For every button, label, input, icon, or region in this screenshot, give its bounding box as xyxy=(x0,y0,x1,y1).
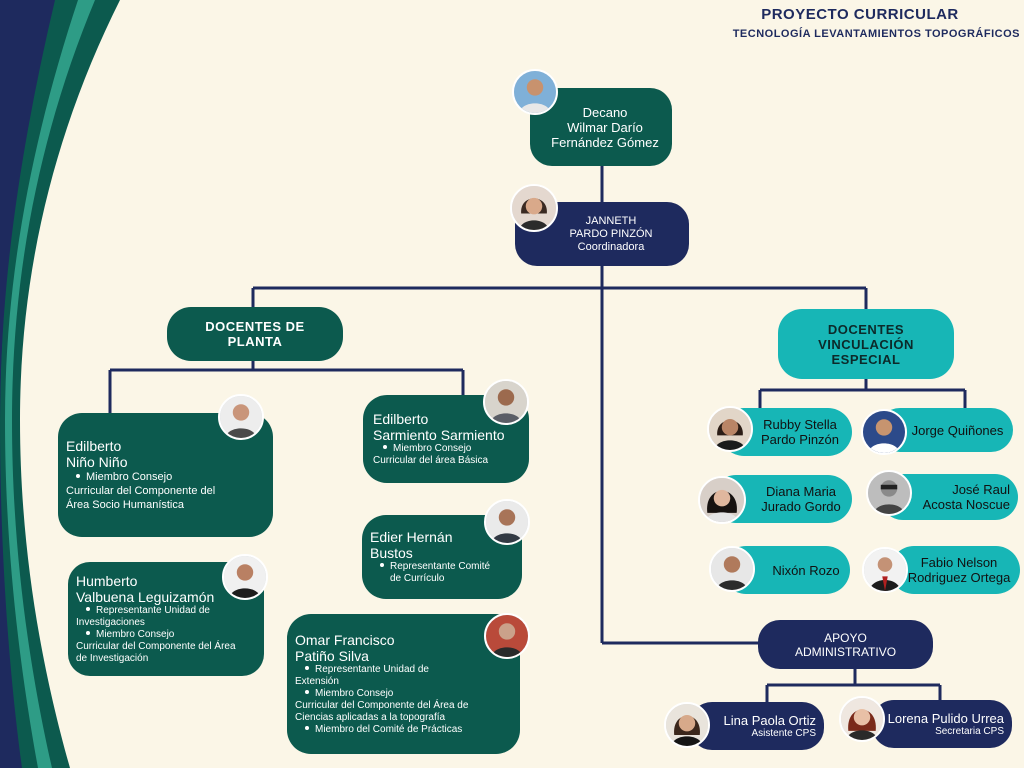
docentes-planta-label-line2: PLANTA xyxy=(227,334,283,349)
member-bullet: Representante Unidad de xyxy=(315,664,429,675)
bullet-dot-icon xyxy=(86,607,90,612)
dean-photo xyxy=(512,69,558,115)
member-photo xyxy=(866,470,912,516)
docentes-vinculacion-label-line1: DOCENTES xyxy=(827,321,905,337)
docentes-vinculacion-node: DOCENTES VINCULACIÓN ESPECIAL xyxy=(778,309,954,379)
apoyo-label-line2: ADMINISTRATIVO xyxy=(794,644,897,659)
member-card-omar-patino: Omar Francisco Patiño Silva Representant… xyxy=(287,614,520,754)
member-name-line1: Jorge Quiñones xyxy=(911,422,1004,438)
member-text: Curricular del área Básica xyxy=(373,455,489,466)
member-photo xyxy=(484,613,530,659)
member-name-line2: Pardo Pinzón xyxy=(760,432,840,447)
member-text: Investigaciones xyxy=(76,617,145,628)
apoyo-card-lina-ortiz: Lina Paola Ortiz Asistente CPS xyxy=(690,702,824,750)
member-text: Curricular del Componente del Área de xyxy=(295,700,469,711)
member-name-line1: Edier Hernán xyxy=(370,529,453,545)
member-name-line1: Edilberto xyxy=(373,411,429,427)
dean-name-line2: Fernández Gómez xyxy=(551,134,659,150)
member-name-line1: Nixón Rozo xyxy=(772,562,840,578)
bullet-dot-icon xyxy=(380,563,384,568)
dean-name-line1: Wilmar Darío xyxy=(567,119,643,135)
member-name-line2: Rodriguez Ortega xyxy=(907,570,1011,585)
member-photo xyxy=(484,499,530,545)
member-text: Curricular del Componente del xyxy=(66,485,216,497)
member-photo xyxy=(698,476,746,524)
member-name-line2: Valbuena Leguizamón xyxy=(76,589,215,605)
header-title: PROYECTO CURRICULAR xyxy=(761,6,959,23)
member-photo xyxy=(862,547,908,593)
member-text: de Currículo xyxy=(390,573,445,584)
coordinator-name-line2: PARDO PINZÓN xyxy=(569,227,653,240)
member-name-line1: Edilberto xyxy=(66,438,122,454)
apoyo-card-lorena-pulido: Lorena Pulido Urrea Secretaria CPS xyxy=(872,700,1012,748)
member-bullet: Miembro Consejo xyxy=(96,629,175,640)
header-subtitle: TECNOLOGÍA LEVANTAMIENTOS TOPOGRÁFICOS xyxy=(732,28,1020,40)
member-bullet: Miembro Consejo xyxy=(393,443,472,454)
member-name-line2: Acosta Noscue xyxy=(922,497,1010,512)
dean-title: Decano xyxy=(582,104,628,120)
member-name-line2: Patiño Silva xyxy=(295,648,369,664)
member-text: de Investigación xyxy=(76,653,149,664)
apoyo-administrativo-node: APOYO ADMINISTRATIVO xyxy=(758,620,933,669)
member-name-line1: José Raul xyxy=(952,482,1010,497)
member-text: Ciencias aplicadas a la topografía xyxy=(295,712,446,723)
member-name-line1: Diana Maria xyxy=(765,484,837,499)
member-photo xyxy=(483,379,529,425)
member-name-line1: Rubby Stella xyxy=(763,417,837,432)
bullet-dot-icon xyxy=(86,631,90,636)
bullet-dot-icon xyxy=(305,690,309,695)
member-name-line1: Omar Francisco xyxy=(295,632,395,648)
member-photo xyxy=(222,554,268,600)
member-name-line1: Humberto xyxy=(76,573,138,589)
apoyo-member-name: Lorena Pulido Urrea xyxy=(887,710,1004,726)
member-photo xyxy=(839,696,885,742)
member-bullet: Representante Comité xyxy=(390,561,491,572)
bullet-dot-icon xyxy=(383,445,387,450)
coordinator-role: Coordinadora xyxy=(577,240,645,253)
member-photo xyxy=(861,409,907,455)
bullet-dot-icon xyxy=(305,666,309,671)
member-photo xyxy=(664,702,710,748)
member-name-line1: Fabio Nelson xyxy=(920,555,998,570)
member-bullet: Miembro del Comité de Prácticas xyxy=(315,724,463,735)
bullet-dot-icon xyxy=(305,726,309,731)
apoyo-label-line1: APOYO xyxy=(824,630,867,645)
member-bullet: Miembro Consejo xyxy=(315,688,394,699)
apoyo-member-role: Secretaria CPS xyxy=(935,725,1004,737)
apoyo-member-role: Asistente CPS xyxy=(751,727,816,739)
coordinator-photo xyxy=(510,184,558,232)
member-name-line2: Niño Niño xyxy=(66,454,128,470)
docentes-vinculacion-label-line3: ESPECIAL xyxy=(831,351,901,367)
member-name-line2: Jurado Gordo xyxy=(761,499,841,514)
member-photo xyxy=(218,394,264,440)
member-name-line2: Sarmiento Sarmiento xyxy=(373,427,505,443)
vinculacion-card-fabio-rodriguez: Fabio Nelson Rodriguez Ortega xyxy=(890,546,1020,594)
docentes-planta-node: DOCENTES DE PLANTA xyxy=(167,307,343,361)
coordinator-name-line1: JANNETH xyxy=(585,214,637,227)
member-text: Curricular del Componente del Área xyxy=(76,641,236,652)
member-bullet: Miembro Consejo xyxy=(86,471,173,483)
bullet-dot-icon xyxy=(76,474,80,479)
member-photo xyxy=(707,406,753,452)
apoyo-member-name: Lina Paola Ortiz xyxy=(723,712,817,728)
member-text: Área Socio Humanística xyxy=(66,499,184,511)
member-text: Extensión xyxy=(295,676,339,687)
docentes-vinculacion-label-line2: VINCULACIÓN xyxy=(818,336,914,352)
member-card-edilberto-nino: Edilberto Niño Niño Miembro Consejo Curr… xyxy=(58,413,273,537)
docentes-planta-label-line1: DOCENTES DE xyxy=(205,319,305,334)
member-name-line2: Bustos xyxy=(370,545,413,561)
member-photo xyxy=(709,546,755,592)
member-bullet: Representante Unidad de xyxy=(96,605,210,616)
